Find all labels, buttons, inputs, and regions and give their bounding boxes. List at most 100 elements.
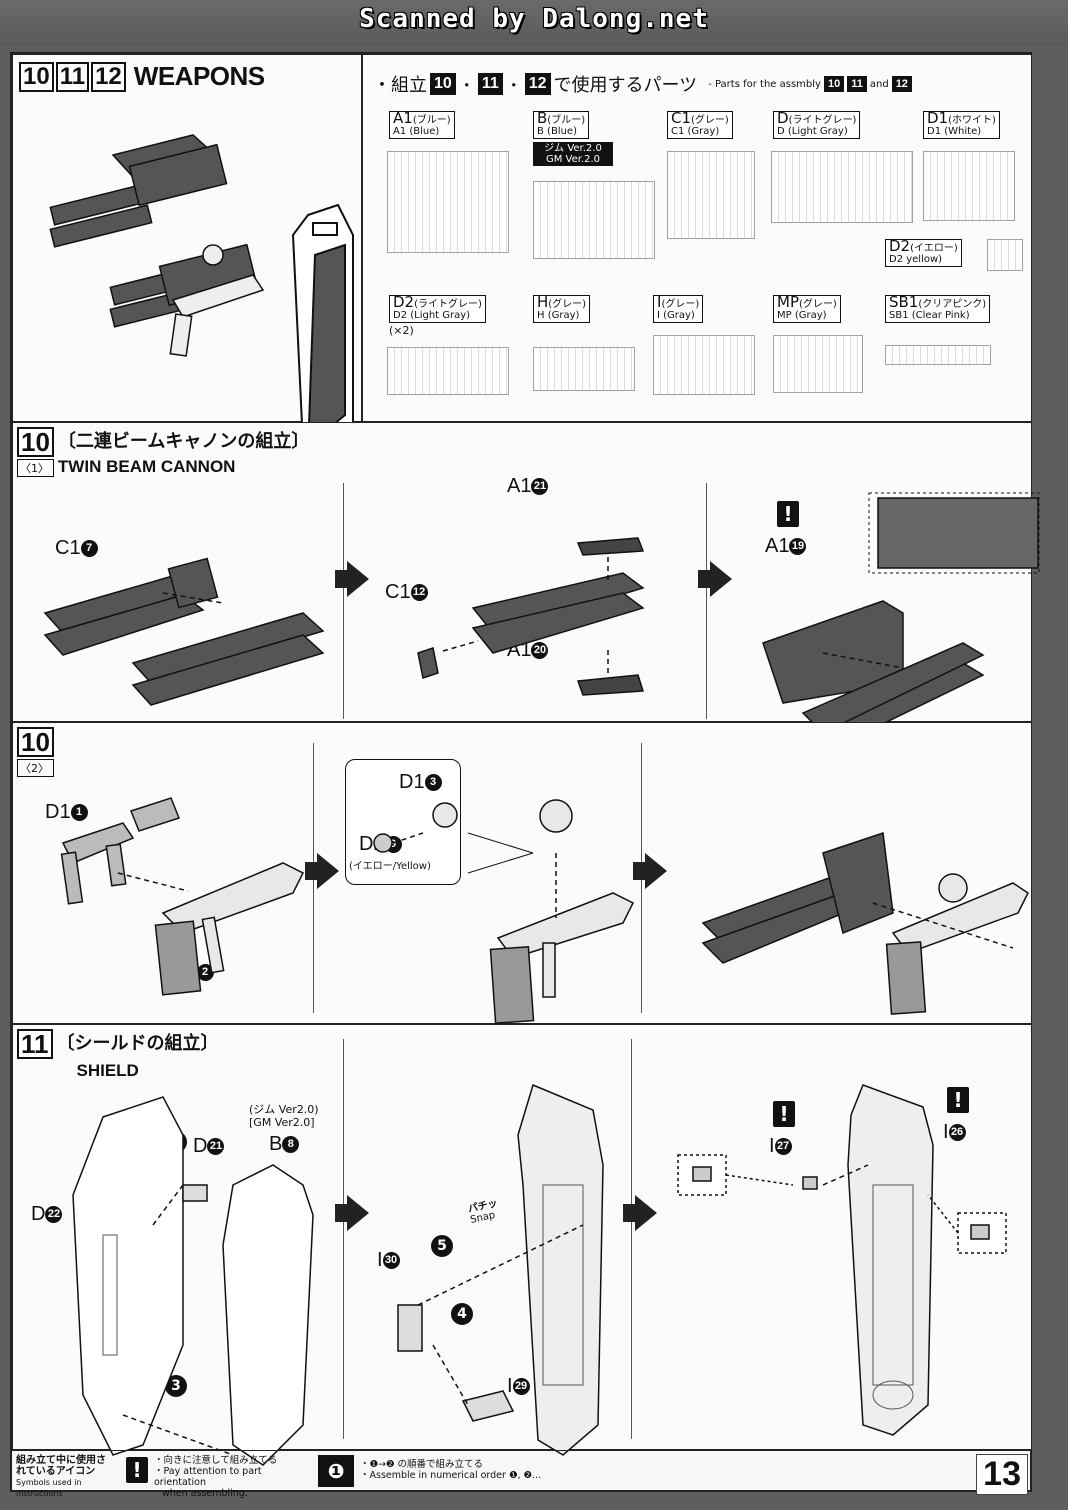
part-a1: A1(ブルー)A1 (Blue) xyxy=(389,111,455,139)
caution-legend-icon: ! xyxy=(126,1457,148,1483)
order-legend: ・❶→❷ の順番で組み立てる ・Assemble in numerical or… xyxy=(360,1459,542,1481)
step-num-11: 11 xyxy=(55,61,90,92)
step-11-num: 11 xyxy=(17,1029,53,1059)
parts-header-en-and: and xyxy=(869,78,889,90)
sprue-mp xyxy=(773,335,863,393)
parts-list-panel: ・組立 10 ・ 11 ・ 12 で使用するパーツ - Parts for th… xyxy=(362,54,1032,422)
gm-note: (ジム Ver2.0)[GM Ver2.0] xyxy=(249,1103,319,1129)
next-step-arrow-icon xyxy=(305,853,339,889)
divider xyxy=(631,1039,632,1439)
step-10-2-sub: 〈2〉 xyxy=(17,759,54,777)
sprue-d2-lightgray xyxy=(387,347,509,395)
step-num-12: 12 xyxy=(91,61,126,92)
step-num-10: 10 xyxy=(19,61,54,92)
sprue-sb1 xyxy=(885,345,991,365)
weapons-heading: WEAPONS xyxy=(133,61,265,91)
caution-legend: ・向きに注意して組み立てる ・Pay attention to part ori… xyxy=(154,1455,278,1499)
sprue-h xyxy=(533,347,635,391)
part-d2-yellow: D2(イエロー)D2 yellow) xyxy=(885,239,962,267)
scan-bar xyxy=(0,0,1068,46)
part-h: H(グレー)H (Gray) xyxy=(533,295,591,323)
parts-header-en: - Parts for the assmbly xyxy=(708,78,821,90)
step-10-1-header: 10 〈1〉 〔二連ビームキャノンの組立〕 TWIN BEAM CANNON xyxy=(17,427,309,477)
instruction-page: 10 11 12 WEAPONS xyxy=(10,52,1040,1499)
next-step-arrow-icon xyxy=(623,1195,657,1231)
weapons-overview-panel: 10 11 12 WEAPONS xyxy=(12,54,362,457)
sprue-a1 xyxy=(387,151,509,253)
parts-header-num-10: 10 xyxy=(430,73,456,95)
twin-cannon-assembly-diagram xyxy=(43,492,1040,754)
caution-icon: ! xyxy=(773,1101,795,1127)
parts-header: ・組立 10 ・ 11 ・ 12 で使用するパーツ - Parts for th… xyxy=(373,71,912,97)
step-10-1-num: 10 xyxy=(17,427,54,457)
parts-header-en-10: 10 xyxy=(823,76,845,92)
step-10-1-panel: 10 〈1〉 〔二連ビームキャノンの組立〕 TWIN BEAM CANNON C… xyxy=(12,422,1040,754)
step-10-1-title-en: TWIN BEAM CANNON xyxy=(57,457,236,476)
part-d1: D1(ホワイト)D1 (White) xyxy=(923,111,1000,139)
parts-header-en-11: 11 xyxy=(847,76,867,92)
part-d2-qty: (×2) xyxy=(389,324,414,337)
sprue-c1 xyxy=(667,151,755,239)
divider xyxy=(343,1039,344,1439)
shield-assembly-diagram xyxy=(72,1083,1007,1466)
step-10-2-num: 10 xyxy=(17,727,54,757)
caution-icon: ! xyxy=(777,501,799,527)
next-step-arrow-icon xyxy=(698,561,732,597)
scan-credit: Scanned by Dalong.net xyxy=(359,4,709,34)
order-4: 4 xyxy=(451,1303,473,1325)
part-i: I(グレー)I (Gray) xyxy=(653,295,704,323)
parts-header-prefix: ・組立 xyxy=(373,75,427,96)
step-10-2-panel: 10 〈2〉 D11 D12 D13 D29 (イエロー/Yellow) xyxy=(12,722,1032,1025)
part-c1: C1(グレー)C1 (Gray) xyxy=(667,111,733,139)
sprue-d2-yellow xyxy=(987,239,1023,271)
next-step-arrow-icon xyxy=(335,1195,369,1231)
page-number: 13 xyxy=(976,1454,1028,1495)
weapons-illustration xyxy=(49,134,354,457)
step-11-title-en: SHIELD xyxy=(76,1061,139,1080)
part-sb1: SB1(クリアピンク)SB1 (Clear Pink) xyxy=(885,295,991,323)
sprue-b xyxy=(533,181,655,259)
d2-color-note: (イエロー/Yellow) xyxy=(349,861,431,872)
part-d2-lightgray: D2(ライトグレー)D2 (Light Gray) (×2) xyxy=(389,295,486,336)
parts-header-suffix: で使用するパーツ xyxy=(553,75,698,96)
next-step-arrow-icon xyxy=(335,561,369,597)
parts-header-num-12: 12 xyxy=(524,73,551,95)
weapons-title: 10 11 12 WEAPONS xyxy=(19,61,265,92)
part-mp: MP(グレー)MP (Gray) xyxy=(773,295,841,323)
parts-header-num-11: 11 xyxy=(477,73,503,95)
grip-assembly-diagram xyxy=(60,797,1029,1025)
step-10-1-title-jp: 〔二連ビームキャノンの組立〕 xyxy=(57,431,310,452)
step-10-1-sub: 〈1〉 xyxy=(17,459,54,477)
step-11-title-jp: 〔シールドの組立〕 xyxy=(56,1033,219,1054)
step-11-header: 11 〔シールドの組立〕 SHIELD xyxy=(17,1029,219,1081)
part-d: D(ライトグレー)D (Light Gray) xyxy=(773,111,861,139)
sprue-d1 xyxy=(923,151,1015,221)
order-3: 3 xyxy=(165,1375,187,1397)
sprue-i xyxy=(653,335,755,395)
order-legend-icon: ❶ xyxy=(318,1455,354,1487)
next-step-arrow-icon xyxy=(633,853,667,889)
order-5: 5 xyxy=(431,1235,453,1257)
parts-header-en-12: 12 xyxy=(891,76,912,92)
caution-icon: ! xyxy=(947,1087,969,1113)
divider xyxy=(343,483,344,719)
divider xyxy=(706,483,707,719)
sprue-d xyxy=(771,151,913,223)
